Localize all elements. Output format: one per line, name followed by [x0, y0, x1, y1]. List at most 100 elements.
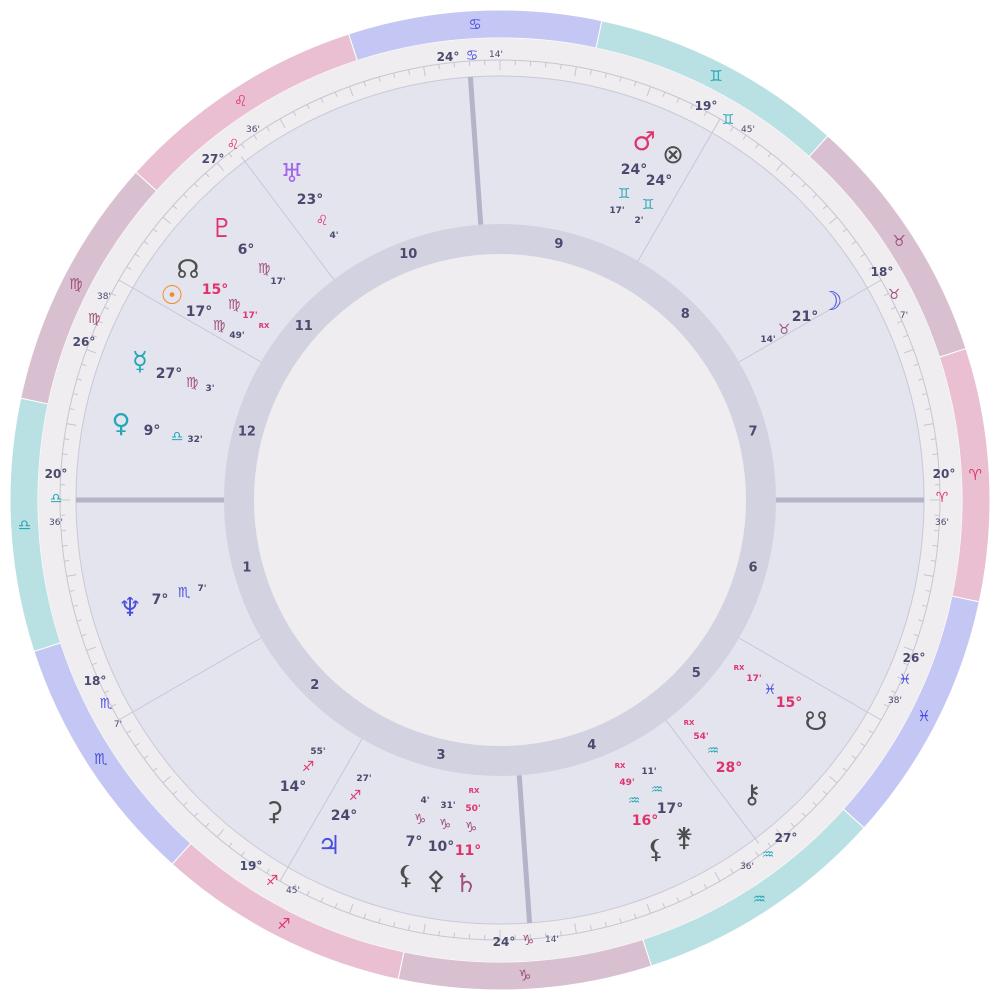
planet-sign-icon: ♒	[707, 743, 720, 759]
planet-degree: 17°	[186, 304, 212, 320]
cusp-minutes: 38'	[97, 292, 111, 302]
cusp-sign-icon: ♉	[888, 287, 901, 303]
zodiac-sign-icon: ♊	[709, 67, 722, 85]
retrograde-badge: RX	[469, 787, 480, 795]
planet-minutes: 55'	[310, 747, 325, 757]
planet-sign-icon: ♌	[316, 213, 329, 229]
retrograde-badge: RX	[259, 322, 270, 330]
cusp-sign-icon: ♓	[899, 672, 912, 688]
planet-degree: 23°	[297, 192, 323, 208]
planet-sign-icon: ♉	[778, 322, 791, 338]
planet-minutes: 32'	[187, 435, 202, 445]
cusp-sign-icon: ♋	[466, 48, 479, 64]
zodiac-sign-icon: ♏	[94, 750, 108, 768]
house-cusp-label: 18°♏7'	[84, 674, 122, 730]
cusp-minutes: 7'	[900, 311, 908, 321]
zodiac-sign-icon: ♓	[917, 707, 930, 725]
pallas-icon: ⚴	[426, 866, 445, 896]
cusp-minutes: 14'	[545, 935, 559, 945]
planet-sign-icon: ♒	[628, 793, 641, 809]
planet-degree: 24°	[621, 162, 647, 178]
planet-vertex: ⚸7°♑4'	[396, 796, 429, 891]
house-cusp-label: 19°♐45'	[240, 859, 300, 896]
planet-minutes: 17'	[270, 277, 285, 287]
zodiac-sign-icon: ♎	[18, 516, 31, 534]
planet-minutes: 31'	[440, 801, 455, 811]
zodiac-sign-glyphs: ♋ ♊ ♉ ♈ ♓ ♒ ♑ ♐ ♏ ♎ ♍ ♌	[18, 16, 982, 985]
planet-ceres: ⚳14°♐55'	[264, 747, 325, 827]
house-number: 5	[692, 666, 701, 681]
planet-sign-icon: ♍	[258, 261, 271, 277]
zodiac-sign-icon: ♈	[969, 466, 982, 484]
cusp-sign-icon: ♏	[100, 696, 113, 712]
planet-juno: ⚵17°♒11'	[641, 767, 693, 853]
jupiter-icon: ♃	[317, 831, 340, 861]
planet-degree: 24°	[331, 808, 357, 824]
planet-sign-icon: ♍	[186, 375, 199, 391]
planet-sign-icon: ♎	[171, 429, 184, 445]
house-number: 2	[310, 678, 319, 693]
house-number: 9	[554, 237, 563, 252]
planet-minutes: 7'	[197, 584, 206, 594]
zodiac-band-ring	[9, 9, 991, 991]
juno-icon: ⚵	[674, 823, 693, 853]
house-cusp-label: 24° ♑ 14'	[493, 933, 559, 949]
house-cusp-line	[738, 284, 873, 363]
planet-part-of-fortune: ⊗24°♊2'	[634, 140, 683, 226]
cusp-degree: 24°	[493, 935, 516, 949]
planet-minutes: 17'	[746, 674, 761, 684]
cusp-sign-icon: ♍	[88, 311, 101, 327]
planet-minutes: 2'	[634, 216, 643, 226]
cusp-minutes: 45'	[286, 886, 300, 896]
house-cusp-labels: 24°♋14'19°♊45'18°♉7'20°♈36'26°♓38'27°♒36…	[45, 48, 956, 949]
planet-jupiter: ♃24°♐27'	[317, 774, 371, 861]
house-cusp-line	[516, 775, 533, 924]
planet-sign-icon: ♒	[651, 782, 664, 798]
planet-degree: 16°	[632, 813, 658, 829]
planet-sign-icon: ♑	[414, 812, 427, 828]
cusp-degree: 18°	[84, 674, 107, 688]
cusp-sign-icon: ♌	[227, 137, 240, 153]
house-cusp-label: 26° ♍ 38'	[73, 292, 111, 349]
house-number: 7	[749, 425, 758, 440]
planet-sun: ☉17°♍49'	[160, 281, 244, 341]
cusp-sign-icon: ♑	[522, 933, 535, 949]
mercury-icon: ☿	[132, 347, 148, 377]
house-cusp-label: 27°♒36'	[740, 831, 797, 872]
house-number: 6	[749, 560, 758, 575]
planet-north-node: ☊15°♍17'RX	[176, 255, 270, 330]
planet-degree: 28°	[716, 760, 742, 776]
planet-lilith: ⚸16°♒49'RX	[615, 762, 666, 865]
house-number: 3	[437, 748, 446, 763]
house-cusp-label: 18°♉7'	[871, 265, 908, 321]
zodiac-sign-icon: ♐	[277, 915, 290, 933]
planet-pluto: ♇6°♍17'	[210, 214, 285, 287]
cusp-sign-icon: ♒	[762, 847, 775, 863]
planet-moon: ☽21°♉14'	[760, 287, 842, 345]
vertex-icon: ⚸	[396, 861, 415, 891]
cusp-minutes: 36'	[49, 518, 63, 528]
planet-sign-icon: ♍	[228, 297, 241, 313]
retrograde-badge: RX	[615, 762, 626, 770]
planet-minutes: 4'	[420, 796, 429, 806]
degree-tick-ring	[59, 59, 941, 941]
planet-minutes: 50'	[465, 804, 480, 814]
house-cusp-label: 20°♎36'	[45, 467, 68, 528]
planet-mars: ♂24°♊17'	[609, 127, 655, 216]
planet-sign-icon: ♍	[213, 318, 226, 334]
angle-axes	[76, 76, 924, 924]
pluto-icon: ♇	[210, 214, 233, 244]
zodiac-sign-icon: ♌	[234, 92, 247, 110]
cusp-degree: 26°	[73, 335, 96, 349]
part-of-fortune-icon: ⊗	[662, 140, 684, 170]
chart-center	[254, 254, 746, 746]
zodiac-sign-icon: ♒	[753, 890, 766, 908]
planet-sign-icon: ♓	[764, 682, 777, 698]
moon-icon: ☽	[819, 287, 842, 317]
chiron-icon: ⚷	[742, 780, 761, 810]
retrograde-badge: RX	[734, 664, 745, 672]
cusp-minutes: 38'	[888, 696, 902, 706]
cusp-degree: 19°	[240, 859, 263, 873]
house-cusp-label: 26°♓38'	[888, 651, 925, 706]
